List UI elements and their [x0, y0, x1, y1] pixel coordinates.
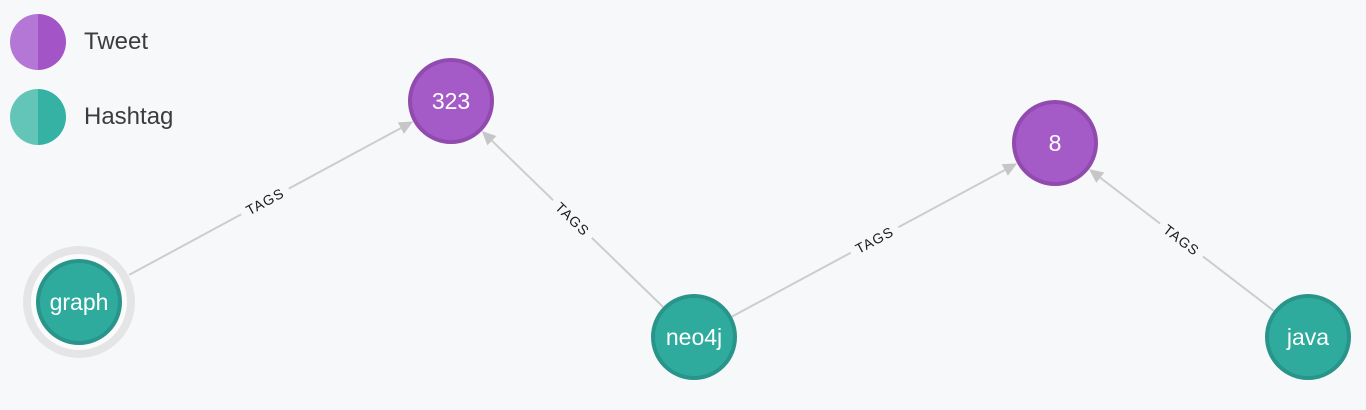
- node-323: 323: [408, 58, 494, 144]
- relationship-label-group: TAGS: [1154, 216, 1209, 264]
- node-8: 8: [1012, 100, 1098, 186]
- hashtag-node-swatch: [10, 89, 66, 145]
- arrowhead-icon: [397, 121, 414, 134]
- legend: Tweet Hashtag: [10, 14, 173, 164]
- node-neo4j: neo4j: [651, 294, 737, 380]
- arrowhead-icon: [481, 130, 497, 146]
- relationship-label-background: [846, 218, 903, 262]
- legend-label-hashtag: Hashtag: [84, 103, 174, 130]
- node-java: java: [1265, 294, 1351, 380]
- node-label: neo4j: [666, 324, 722, 350]
- node-graph: graph: [23, 246, 135, 358]
- edge-java-8: TAGS: [1089, 169, 1275, 312]
- node-label: graph: [50, 289, 109, 315]
- relationship-label-group: TAGS: [546, 193, 599, 245]
- tweet-node-swatch: [10, 14, 66, 70]
- arrowhead-icon: [1089, 169, 1105, 183]
- node-circle-323[interactable]: [408, 58, 494, 144]
- edge-neo4j-323: TAGS: [481, 130, 664, 308]
- relationship-label-background: [236, 180, 294, 223]
- node-circle-neo4j[interactable]: [651, 294, 737, 380]
- relationship-label-background: [546, 193, 599, 245]
- node-label: 323: [432, 88, 470, 114]
- relationship-label-group: TAGS: [846, 218, 903, 262]
- legend-item-hashtag[interactable]: Hashtag: [10, 89, 173, 145]
- relationship-label-background: [1154, 216, 1209, 264]
- relationship-label[interactable]: TAGS: [853, 223, 897, 257]
- arrowhead-icon: [1001, 163, 1018, 176]
- edge-neo4j-8: TAGS: [731, 163, 1018, 318]
- legend-item-tweet[interactable]: Tweet: [10, 14, 173, 70]
- legend-label-tweet: Tweet: [84, 28, 149, 55]
- node-circle-8[interactable]: [1012, 100, 1098, 186]
- relationship-label-group: TAGS: [236, 180, 294, 223]
- relationship-label[interactable]: TAGS: [243, 185, 287, 219]
- node-circle-java[interactable]: [1265, 294, 1351, 380]
- node-label: java: [1286, 324, 1329, 350]
- relationship-label[interactable]: TAGS: [552, 199, 593, 239]
- node-label: 8: [1049, 130, 1062, 156]
- node-circle-graph[interactable]: [36, 259, 122, 345]
